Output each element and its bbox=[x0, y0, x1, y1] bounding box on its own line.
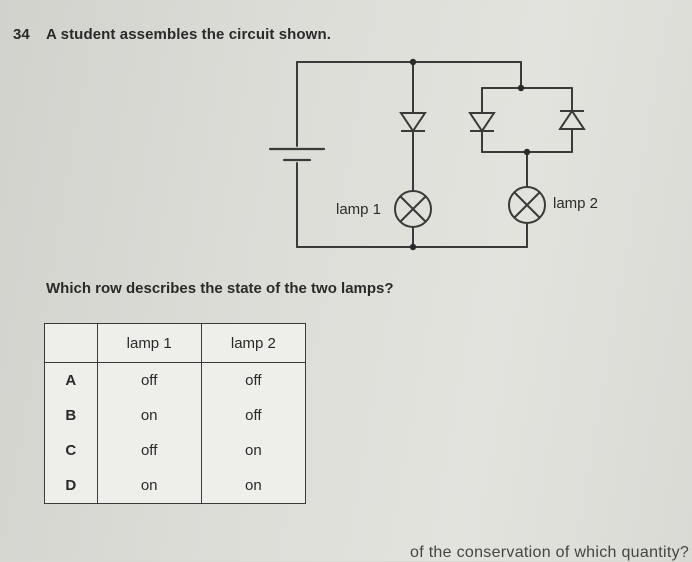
question-prompt: Which row describes the state of the two… bbox=[46, 280, 394, 297]
row-lamp1: off bbox=[96, 433, 202, 468]
header-lamp1: lamp 1 bbox=[96, 323, 202, 363]
header-lamp2: lamp 2 bbox=[200, 323, 307, 363]
row-lamp2: on bbox=[200, 468, 307, 504]
next-question-fragment: of the conservation of which quantity? bbox=[410, 544, 690, 561]
question-stem: A student assembles the circuit shown. bbox=[46, 26, 331, 43]
lamp-2-symbol bbox=[508, 186, 546, 224]
row-lamp2: off bbox=[200, 362, 307, 398]
junction-dot-mid-right bbox=[523, 148, 531, 156]
row-lamp1: on bbox=[96, 398, 202, 433]
question-number: 34 bbox=[13, 26, 30, 43]
table-row: C off on bbox=[44, 433, 307, 468]
row-key: C bbox=[44, 433, 98, 468]
row-lamp2: on bbox=[200, 433, 307, 468]
header-key-cell bbox=[44, 323, 98, 363]
table-header-row: lamp 1 lamp 2 bbox=[44, 323, 307, 363]
row-lamp1: on bbox=[96, 468, 202, 504]
row-key: B bbox=[44, 398, 98, 433]
diode-1-symbol bbox=[399, 112, 427, 133]
junction-dot-top-left bbox=[409, 58, 417, 66]
lamp-1-label: lamp 1 bbox=[336, 201, 381, 218]
row-key: A bbox=[44, 362, 98, 398]
table-row: A off off bbox=[44, 362, 307, 398]
diode-3-symbol bbox=[558, 109, 586, 130]
lamp-2-label: lamp 2 bbox=[553, 195, 598, 212]
lamp-1-symbol bbox=[394, 190, 432, 228]
row-key: D bbox=[44, 468, 98, 504]
junction-dot-bottom bbox=[409, 243, 417, 251]
answer-table: lamp 1 lamp 2 A off off B on off C off o… bbox=[44, 323, 307, 504]
table-row: B on off bbox=[44, 398, 307, 433]
circuit-diagram: lamp 1 lamp 2 bbox=[268, 58, 598, 251]
junction-dot-top-right bbox=[517, 84, 525, 92]
row-lamp1: off bbox=[96, 362, 202, 398]
diode-2-symbol bbox=[468, 112, 496, 133]
table-row: D on on bbox=[44, 468, 307, 504]
row-lamp2: off bbox=[200, 398, 307, 433]
